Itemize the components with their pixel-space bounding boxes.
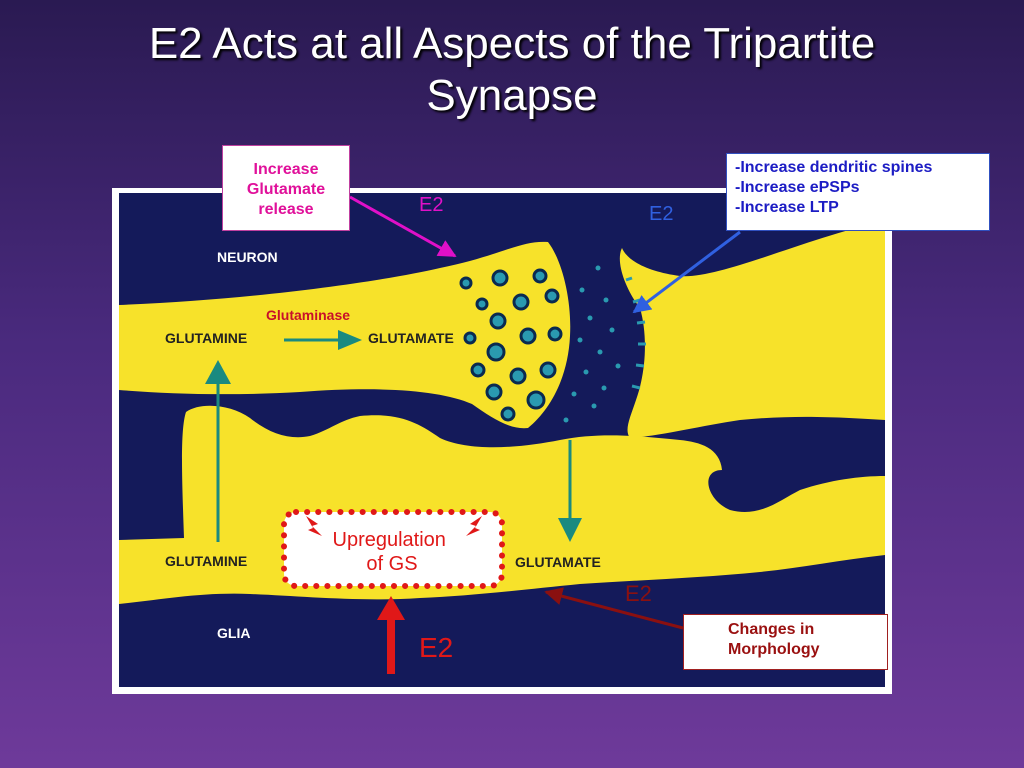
receptor xyxy=(631,384,641,390)
pathway-arrows xyxy=(205,330,582,542)
e2-gs-label: E2 xyxy=(419,632,453,663)
gs-arrow-shaft xyxy=(387,616,395,674)
upregulation-line2: of GS xyxy=(366,553,417,575)
upregulation-line1: Upregulation xyxy=(333,529,446,551)
upregulation-text: Upregulation of GS xyxy=(333,529,452,575)
glutamate-bottom-label: GLUTAMATE xyxy=(515,554,601,570)
vesicle xyxy=(459,276,473,290)
postsynaptic-callout: -Increase dendritic spines -Increase ePS… xyxy=(726,153,990,231)
glutamate-dot xyxy=(583,369,589,375)
released-glutamate xyxy=(563,265,621,423)
glutamate-dot xyxy=(595,265,601,271)
postsynaptic-arrow xyxy=(632,230,741,314)
neuron-label: NEURON xyxy=(217,249,278,265)
vesicle xyxy=(485,383,503,401)
vesicle xyxy=(500,406,516,422)
glutamate-dot xyxy=(563,417,569,423)
glutamate-dot xyxy=(577,337,583,343)
glutamate-release-arrow xyxy=(349,195,457,258)
vesicle xyxy=(544,288,560,304)
e2-morphology-label: E2 xyxy=(625,581,652,606)
glutamine-top-label: GLUTAMINE xyxy=(165,330,247,346)
glutaminase-arrowhead xyxy=(338,330,362,350)
receptor xyxy=(625,276,633,282)
vesicle xyxy=(486,342,506,362)
vesicle xyxy=(526,390,546,410)
gs-arrowhead xyxy=(377,596,405,620)
spark-left-icon xyxy=(306,516,322,536)
vesicle xyxy=(475,297,489,311)
slide-title-line1: E2 Acts at all Aspects of the Tripartite xyxy=(148,19,876,68)
postsynaptic-line1: -Increase dendritic spines xyxy=(735,159,933,176)
glutamine-return-arrowhead xyxy=(205,360,231,384)
vesicle xyxy=(512,293,530,311)
glutamate-dot xyxy=(579,287,585,293)
glutamate-dot xyxy=(587,315,593,321)
uptake-arrowhead xyxy=(558,518,582,542)
synaptic-vesicles xyxy=(459,268,563,422)
postsynaptic-line3: -Increase LTP xyxy=(735,199,839,216)
glutamate-release-line2: Glutamate xyxy=(246,181,326,198)
vesicle xyxy=(532,268,548,284)
glutaminase-label: Glutaminase xyxy=(266,307,350,323)
slide-title: E2 Acts at all Aspects of the Tripartite… xyxy=(0,18,1024,122)
glutamate-release-line1: Increase xyxy=(253,161,319,178)
glutamate-dot xyxy=(591,403,597,409)
glutamate-dot xyxy=(571,391,577,397)
slide-title-line2: Synapse xyxy=(426,71,598,120)
glutamate-release-callout: Increase Glutamate release xyxy=(222,145,350,231)
glutamate-dot xyxy=(601,385,607,391)
postsynaptic-line2: -Increase ePSPs xyxy=(735,179,860,196)
vesicle xyxy=(491,269,509,287)
e2-presynaptic-label: E2 xyxy=(419,194,443,216)
vesicle xyxy=(539,361,557,379)
receptor xyxy=(632,298,641,304)
vesicle xyxy=(547,326,563,342)
receptor xyxy=(636,320,646,325)
morphology-callout: Changes in Morphology xyxy=(683,614,888,670)
dendrite-body xyxy=(619,222,885,438)
vesicle xyxy=(489,312,507,330)
glutamate-dot xyxy=(615,363,621,369)
morphology-arrow xyxy=(544,587,684,630)
glutamate-release-line3: release xyxy=(258,201,314,218)
receptor xyxy=(635,363,645,368)
glutamate-top-label: GLUTAMATE xyxy=(368,330,454,346)
morphology-line1: Changes in xyxy=(728,621,815,638)
upregulation-box xyxy=(281,509,505,589)
glutamine-bottom-label: GLUTAMINE xyxy=(165,553,247,569)
glia-label: GLIA xyxy=(217,625,250,641)
vesicle xyxy=(470,362,486,378)
vesicle xyxy=(519,327,537,345)
glutamate-dot xyxy=(597,349,603,355)
spark-right-icon xyxy=(466,516,482,536)
morphology-line2: Morphology xyxy=(728,641,820,658)
vesicle xyxy=(509,367,527,385)
glutamate-dot xyxy=(603,297,609,303)
e2-postsynaptic-label: E2 xyxy=(649,203,673,225)
glutamate-dot xyxy=(609,327,615,333)
vesicle xyxy=(463,331,477,345)
